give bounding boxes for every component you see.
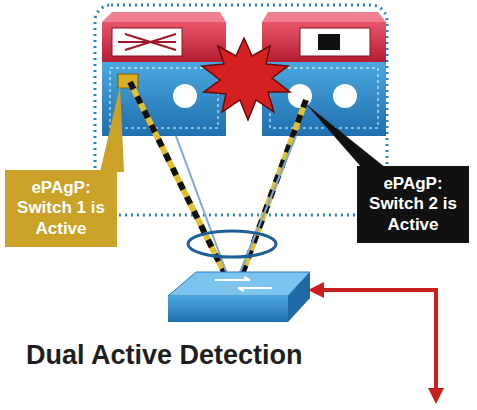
caption: Dual Active Detection [26,340,303,371]
callout-pointer [306,104,386,168]
port-channel-ring [188,231,276,257]
vss-group-outline [95,5,387,215]
callout-box: ePAgP: Switch 2 is Active [357,166,469,243]
access-switch [168,272,310,322]
switch-2 [262,12,386,136]
red-arrow [308,282,444,404]
callout-box: ePAgP: Switch 1 is Active [5,170,117,247]
callout-text: ePAgP: Switch 1 is Active [13,178,109,239]
uplink-lines [130,82,306,282]
link-failure-burst [202,38,290,120]
callout-text: ePAgP: Switch 2 is Active [365,174,461,235]
callout-pointer [100,86,124,172]
